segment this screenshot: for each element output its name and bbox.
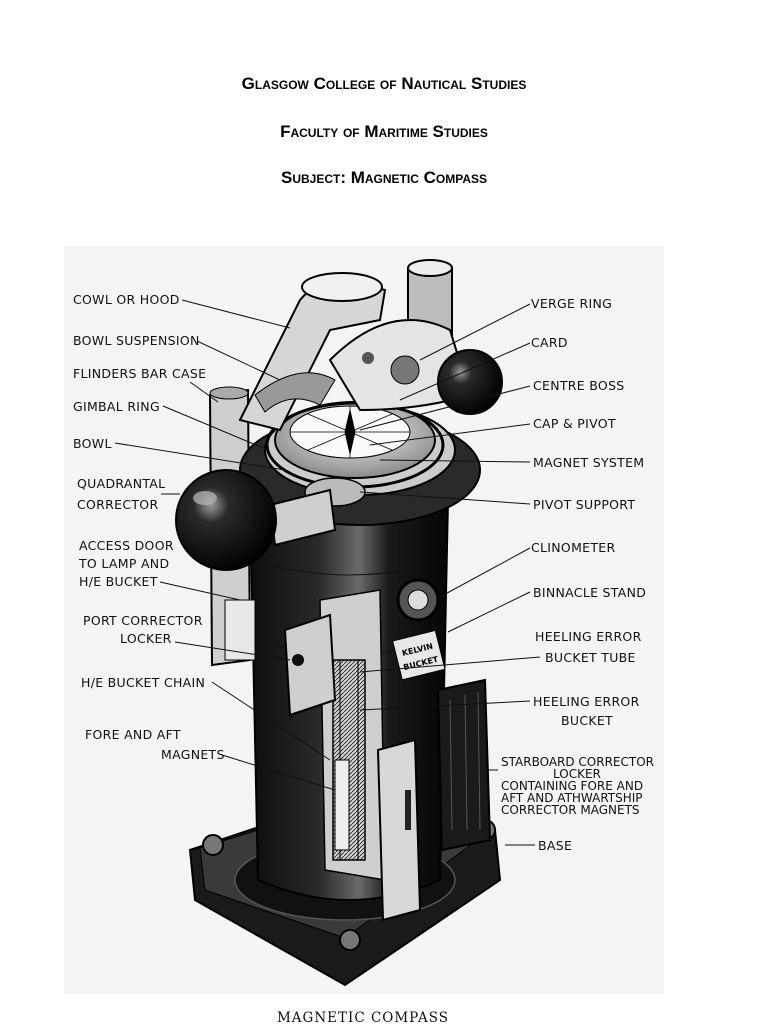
faculty-heading: Faculty of Maritime Studies (280, 122, 488, 141)
label-starboard-locker-1: STARBOARD CORRECTOR (501, 755, 654, 769)
label-starboard-locker-4: AFT AND ATHWARTSHIP (501, 791, 643, 805)
label-fore-aft-magnets-1: FORE AND AFT (85, 727, 181, 742)
label-quadrantal-corrector-1: QUADRANTAL (77, 476, 165, 491)
starboard-corrector-locker (436, 678, 492, 852)
label-he-bucket-tube-2: BUCKET TUBE (545, 650, 636, 665)
label-base: BASE (538, 838, 572, 853)
label-bowl-suspension: BOWL SUSPENSION (73, 333, 200, 348)
labels-right: VERGE RING CARD CENTRE BOSS CAP & PIVOT … (501, 296, 654, 853)
leader-lines-left (114, 299, 336, 791)
college-heading: Glasgow College of Nautical Studies (241, 74, 527, 93)
right-quadrantal-sphere (437, 349, 503, 415)
label-flinders-bar-case: FLINDERS BAR CASE (73, 366, 206, 381)
bowl-suspension (254, 372, 336, 413)
subject-heading: Subject: Magnetic Compass (280, 168, 487, 187)
label-pivot-support: PIVOT SUPPORT (533, 497, 635, 512)
bolt (202, 834, 224, 856)
port-corrector-locker (283, 613, 337, 717)
label-cap-pivot: CAP & PIVOT (533, 416, 616, 431)
label-starboard-locker-5: CORRECTOR MAGNETS (501, 803, 640, 817)
label-he-bucket-chain: H/E BUCKET CHAIN (81, 675, 205, 690)
label-bowl: BOWL (73, 436, 112, 451)
label-card: CARD (531, 335, 568, 350)
label-quadrantal-corrector-2: CORRECTOR (77, 497, 158, 512)
label-centre-boss: CENTRE BOSS (533, 378, 625, 393)
label-magnet-system: MAGNET SYSTEM (533, 455, 644, 470)
label-access-door-1: ACCESS DOOR (79, 538, 174, 553)
compass-rose (290, 406, 410, 458)
leader-lines-right (359, 303, 541, 846)
label-fore-aft-magnets-2: MAGNETS (161, 747, 225, 762)
label-starboard-locker-3: CONTAINING FORE AND (501, 779, 643, 793)
label-port-corrector-1: PORT CORRECTOR (83, 613, 203, 628)
label-access-door-3: H/E BUCKET (79, 574, 158, 589)
label-he-bucket-2: BUCKET (561, 713, 613, 728)
quadrantal-corrector-sphere (175, 469, 277, 571)
label-binnacle-stand: BINNACLE STAND (533, 585, 646, 600)
label-cowl-or-hood: COWL OR HOOD (73, 292, 180, 307)
label-access-door-2: TO LAMP AND (78, 556, 169, 571)
label-clinometer: CLINOMETER (531, 540, 615, 555)
label-starboard-locker-2: LOCKER (553, 767, 601, 781)
label-port-corrector-2: LOCKER (120, 631, 172, 646)
labels-left: COWL OR HOOD BOWL SUSPENSION FLINDERS BA… (73, 292, 225, 762)
figure-caption: MAGNETIC COMPASS (277, 1010, 449, 1024)
fore-aft-magnets (334, 759, 350, 851)
starboard-locker-door (376, 738, 422, 922)
label-gimbal-ring: GIMBAL RING (73, 399, 160, 414)
label-he-bucket-tube-1: HEELING ERROR (535, 629, 642, 644)
bolt (339, 929, 361, 951)
label-verge-ring: VERGE RING (531, 296, 612, 311)
label-he-bucket-1: HEELING ERROR (533, 694, 640, 709)
